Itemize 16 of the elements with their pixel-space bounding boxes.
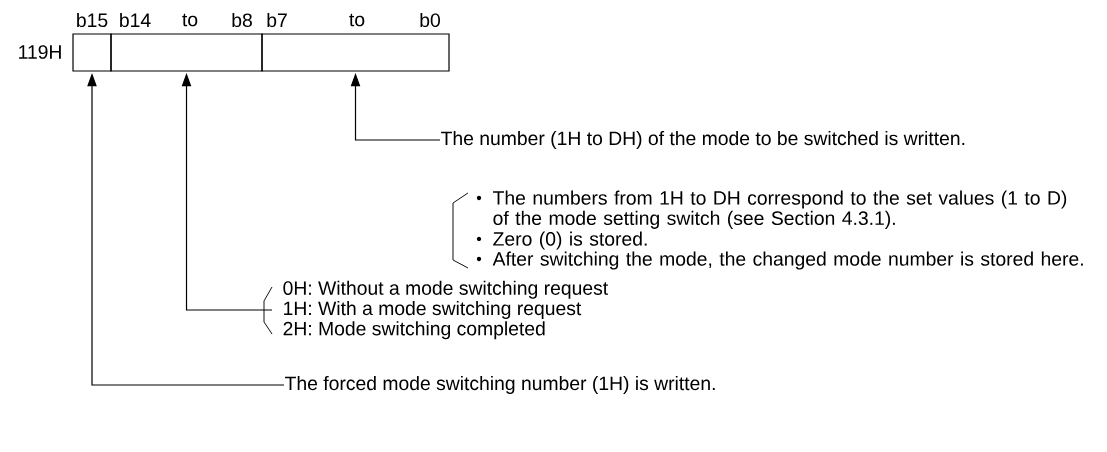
- register-cell: [72, 33, 112, 72]
- bit-label: b15: [77, 12, 108, 28]
- register-cell: [110, 33, 263, 72]
- register-address: 119H: [19, 45, 61, 59]
- option-text: 2H: Mode switching completed: [283, 321, 545, 340]
- leader-text: The number (1H to DH) of the mode to be switched is written.: [441, 131, 965, 149]
- option-text: 1H: With a mode switching request: [284, 301, 582, 319]
- option-text: 0H: Without a mode switching request: [283, 280, 608, 299]
- note-text: Zero (0) is stored.: [493, 231, 647, 250]
- bit-label: b8: [232, 12, 252, 28]
- bit-label: b14: [120, 12, 151, 28]
- register-cell: [261, 33, 450, 72]
- note-text: After switching the mode, the changed mode number is stored here.: [492, 251, 1083, 270]
- note-text: The numbers from 1H to DH correspond to the set values (1 to D) of the mode setting switch (see Section 4.3.1).: [493, 190, 1067, 229]
- bit-label: b7: [267, 12, 287, 28]
- leader-text: The forced mode switching number (1H) is written.: [285, 376, 715, 394]
